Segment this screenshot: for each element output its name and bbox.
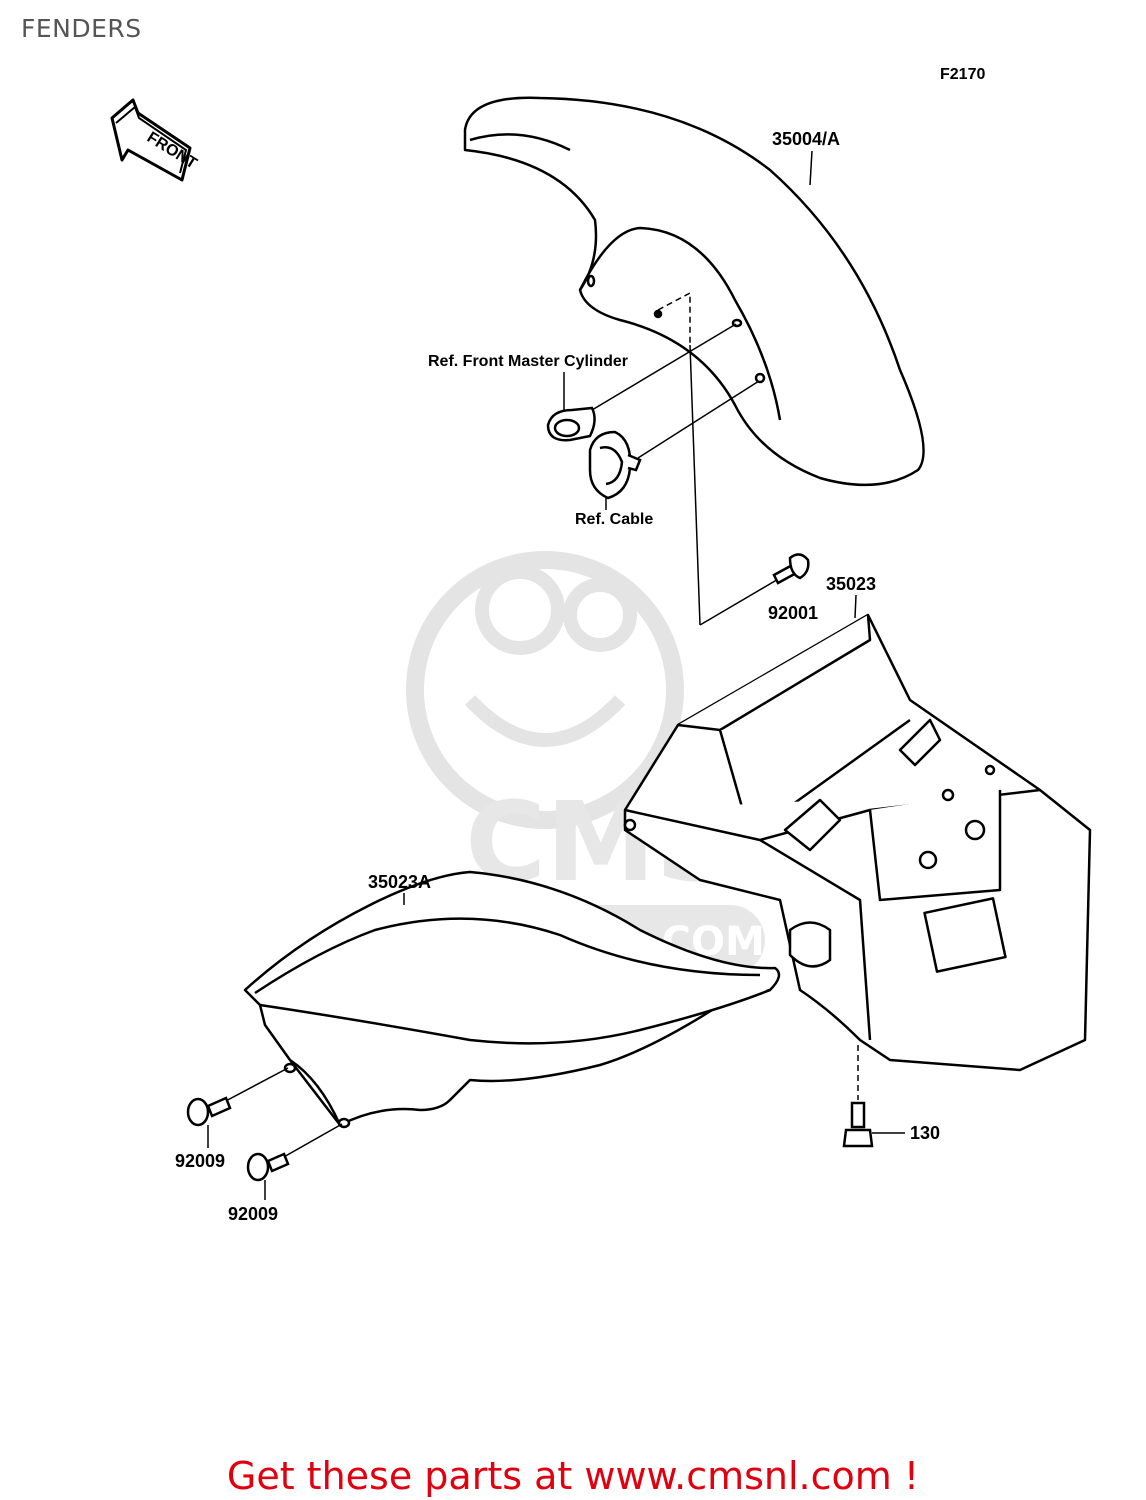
callout-35004a: 35004/A — [772, 129, 840, 149]
callout-92001: 92001 — [768, 603, 818, 623]
bolt-92009-lower — [246, 1152, 290, 1182]
bolt-92009-upper — [186, 1096, 232, 1127]
rear-fender-bracket — [623, 613, 1092, 1072]
master-cylinder-clamp — [546, 406, 596, 442]
rear-flap — [243, 870, 781, 1129]
callout-92009-lower: 92009 — [228, 1204, 278, 1224]
ref-cable-label: Ref. Cable — [575, 511, 653, 528]
callout-130: 130 — [910, 1123, 940, 1143]
figure-code: F2170 — [940, 66, 985, 83]
bolt-92001 — [772, 553, 810, 585]
cable-guide — [588, 430, 642, 500]
cmsnl-footer-link[interactable]: Get these parts at www.cmsnl.com ! — [226, 1454, 920, 1498]
callout-35023a: 35023A — [368, 872, 431, 892]
ref-front-master-cylinder-label: Ref. Front Master Cylinder — [428, 353, 628, 370]
bolt-130 — [842, 1101, 874, 1148]
front-direction-arrow: FRONT — [110, 98, 200, 182]
page-title: FENDERS — [21, 14, 142, 43]
callout-92009-upper: 92009 — [175, 1151, 225, 1171]
front-fender — [463, 96, 925, 487]
callout-35023: 35023 — [826, 574, 876, 594]
